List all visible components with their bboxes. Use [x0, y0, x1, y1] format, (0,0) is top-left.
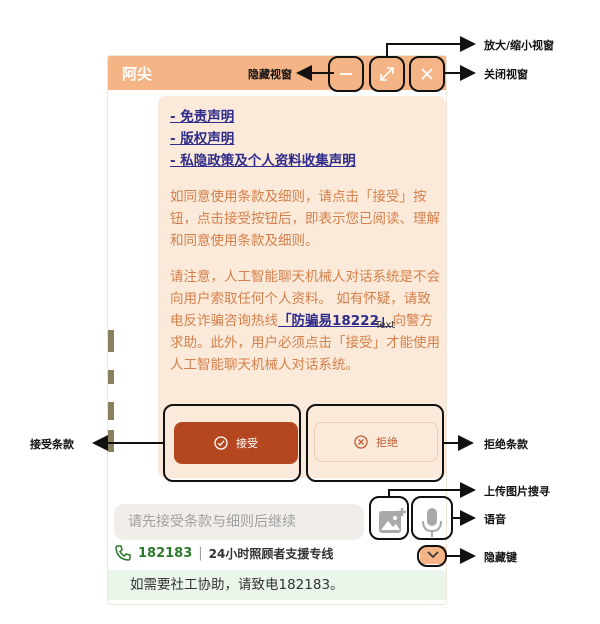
- close-icon: [421, 68, 433, 80]
- terms-text: - 免责声明 - 版权声明 - 私隐政策及个人资料收集声明 如同意使用条款及细则…: [170, 106, 440, 376]
- annotation-box-voice: [411, 496, 453, 540]
- terms-panel: [158, 96, 446, 478]
- accept-label: 接受: [236, 437, 258, 450]
- message-input[interactable]: [114, 504, 364, 540]
- annotation-accept-terms: 接受条款: [30, 438, 74, 451]
- privacy-link[interactable]: - 私隐政策及个人资料收集声明: [170, 153, 356, 169]
- hotline-separator: |: [198, 545, 203, 561]
- reject-button[interactable]: 拒绝: [314, 422, 438, 462]
- hotline-row: 182183 | 24小时照顾者支援专线: [114, 544, 333, 562]
- annotation-hide-window: 隐藏视窗: [248, 68, 292, 81]
- social-worker-notice: 如需要社工协助，请致电182183。: [108, 570, 446, 600]
- check-circle-icon: [214, 436, 228, 450]
- annotation-stray-text: Text: [375, 320, 396, 331]
- annotation-zoom-window: 放大/缩小视窗: [484, 39, 555, 52]
- arrow-zoom-window: [386, 36, 476, 58]
- annotation-box-hide: [417, 545, 447, 567]
- annotation-box-upload: [369, 496, 409, 540]
- upload-image-button[interactable]: [376, 506, 408, 538]
- chevron-down-icon: [427, 551, 439, 559]
- annotation-reject-terms: 拒绝条款: [484, 438, 528, 451]
- hotline-number[interactable]: 182183: [138, 545, 193, 561]
- image-add-icon: [379, 508, 406, 533]
- microphone-icon: [422, 508, 442, 537]
- annotation-box-close: [409, 56, 445, 92]
- annotation-box-accept: [163, 404, 301, 482]
- annotation-voice: 语音: [484, 513, 506, 526]
- minus-icon: [340, 73, 352, 75]
- terms-paragraph-2: 请注意，人工智能聊天机械人对话系统是不会向用户索取任何个人资料。 如有怀疑，请致…: [170, 269, 440, 373]
- app-title: 阿尖: [122, 65, 153, 83]
- annotation-hide-key: 隐藏键: [484, 551, 517, 564]
- disclaimer-link[interactable]: - 免责声明: [170, 109, 235, 125]
- anti-fraud-hotline-link[interactable]: 「防骗易18222」: [278, 313, 393, 329]
- annotation-upload-image: 上传图片搜寻: [484, 485, 550, 498]
- reject-label: 拒绝: [376, 436, 398, 449]
- annotation-box-reject: [306, 404, 444, 482]
- background-page-strip: [108, 90, 150, 510]
- annotation-close-window: 关闭视窗: [484, 68, 528, 81]
- hotline-description: 24小时照顾者支援专线: [208, 546, 334, 561]
- copyright-link[interactable]: - 版权声明: [170, 131, 235, 147]
- voice-button[interactable]: [414, 504, 446, 540]
- accept-button[interactable]: 接受: [174, 422, 298, 464]
- x-circle-icon: [354, 435, 368, 449]
- phone-icon: [115, 545, 131, 561]
- arrow-upload: [388, 482, 476, 498]
- terms-paragraph-1: 如同意使用条款及细则，请点击「接受」按钮，点击接受按钮后，即表示您已阅读、理解和…: [170, 189, 440, 249]
- expand-icon: [380, 67, 394, 81]
